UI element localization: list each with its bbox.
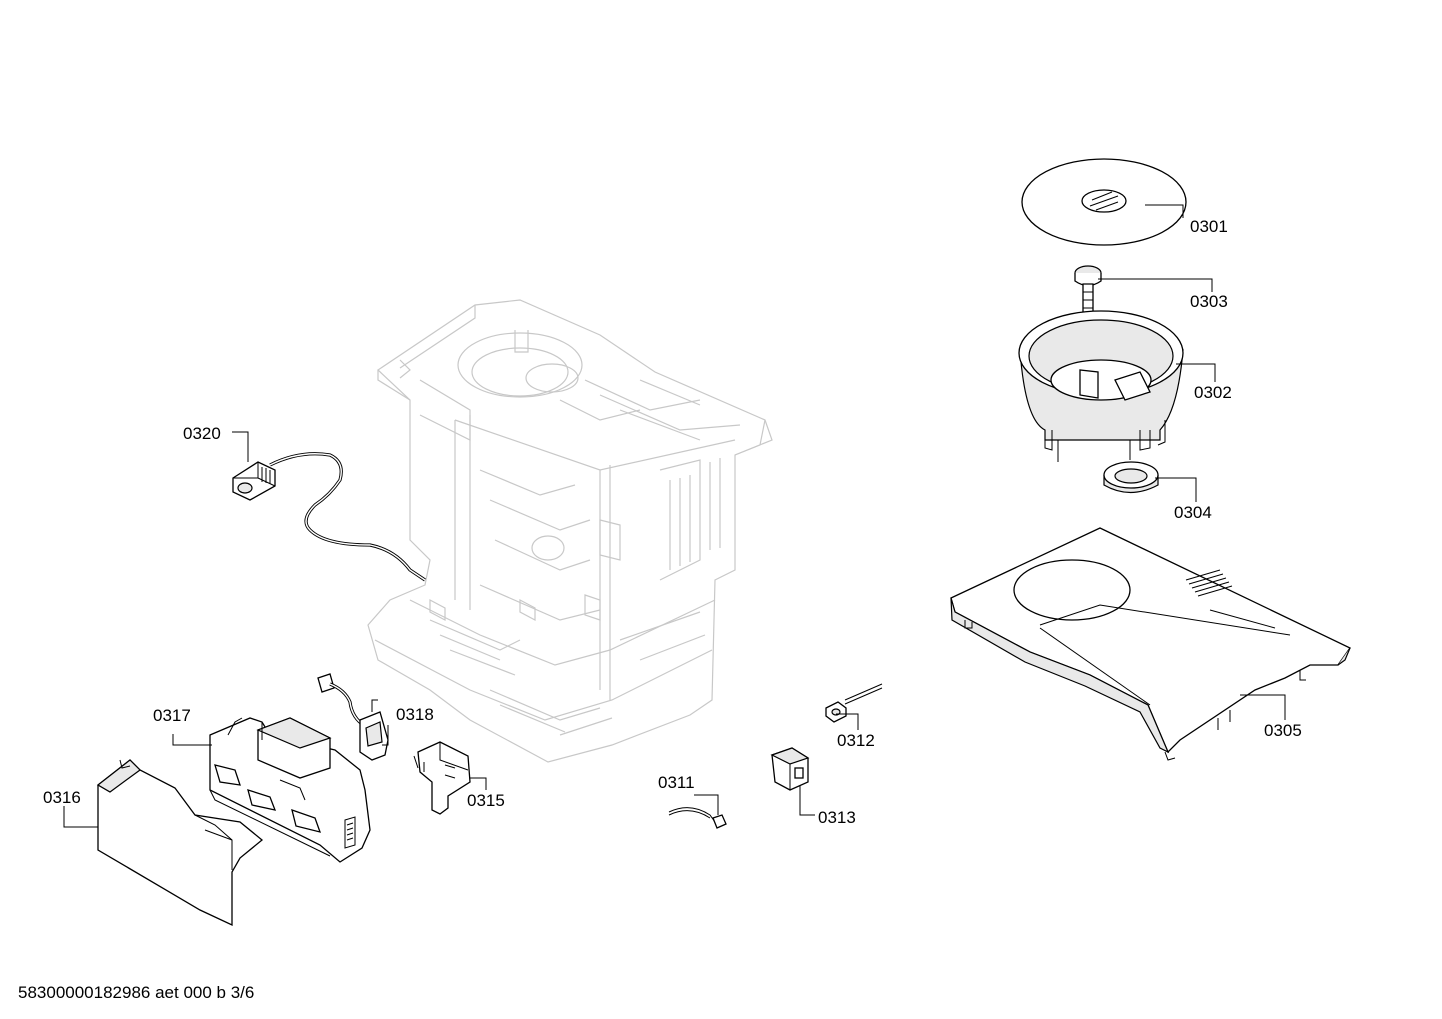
part-0302-container: [1018, 310, 1184, 462]
part-0318-sensor: [317, 673, 389, 761]
label-0320: 0320: [183, 424, 221, 443]
label-0303: 0303: [1190, 292, 1228, 311]
leader-lines: [63, 204, 1286, 828]
part-0316-front-panel: [96, 759, 264, 927]
part-0311-cable: [668, 807, 727, 829]
label-0316: 0316: [43, 788, 81, 807]
label-0302: 0302: [1194, 383, 1232, 402]
label-0301: 0301: [1190, 217, 1228, 236]
label-0317: 0317: [153, 706, 191, 725]
part-0305-top-cover: [950, 527, 1351, 761]
label-0313: 0313: [818, 808, 856, 827]
part-0315-bracket: [413, 741, 471, 815]
label-0315: 0315: [467, 791, 505, 810]
part-0313-switch: [770, 747, 810, 791]
label-0305: 0305: [1264, 721, 1302, 740]
label-0312: 0312: [837, 731, 875, 750]
chassis-frame-ghost: [367, 299, 773, 763]
label-0304: 0304: [1174, 503, 1212, 522]
label-0311: 0311: [658, 773, 695, 792]
label-0318: 0318: [396, 705, 434, 724]
part-0317-control-panel: [209, 717, 371, 863]
document-footer-code: 58300000182986 aet 000 b 3/6: [18, 983, 254, 1002]
part-0320-power-cord: [232, 452, 426, 582]
part-0304-seal-ring: [1103, 461, 1159, 494]
part-0301-lid: [1021, 158, 1187, 246]
part-0312-sensor: [825, 683, 883, 723]
